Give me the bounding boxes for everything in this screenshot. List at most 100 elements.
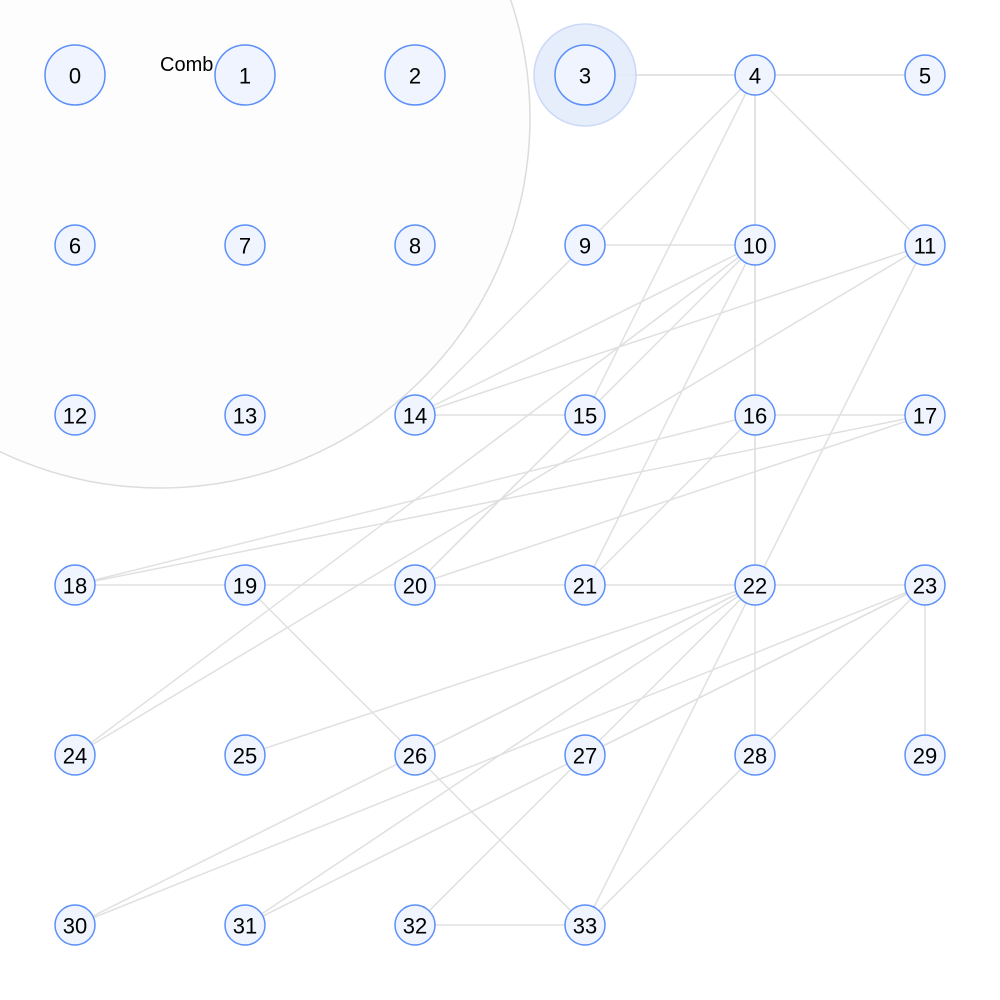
node-25[interactable]: 25 [224,734,266,776]
edge-4-11[interactable] [754,74,926,246]
node-label: 33 [573,914,597,939]
edge-10-14[interactable] [414,244,756,416]
node-circle[interactable] [224,394,266,436]
node-label: 18 [63,574,87,599]
node-13[interactable]: 13 [224,394,266,436]
node-circle[interactable] [394,564,436,606]
node-label: 13 [233,404,257,429]
node-circle[interactable] [734,54,776,96]
node-30[interactable]: 30 [54,904,96,946]
edge-28-33[interactable] [584,754,756,926]
node-label: 20 [403,574,427,599]
edge-23-30[interactable] [74,584,926,926]
node-circle[interactable] [734,564,776,606]
node-circle[interactable] [394,394,436,436]
node-label: 0 [69,64,81,89]
node-circle[interactable] [54,224,96,266]
node-27[interactable]: 27 [564,734,606,776]
node-15[interactable]: 15 [564,394,606,436]
node-20[interactable]: 20 [394,564,436,606]
node-circle[interactable] [44,44,106,106]
node-circle[interactable] [554,44,616,106]
node-circle[interactable] [54,904,96,946]
node-label: 28 [743,744,767,769]
node-11[interactable]: 11 [904,224,946,266]
node-circle[interactable] [904,224,946,266]
node-circle[interactable] [54,394,96,436]
node-label: 22 [743,574,767,599]
node-33[interactable]: 33 [564,904,606,946]
node-21[interactable]: 21 [564,564,606,606]
node-circle[interactable] [564,904,606,946]
node-circle[interactable] [564,734,606,776]
edge-23-28[interactable] [754,584,926,756]
node-label: 27 [573,744,597,769]
node-12[interactable]: 12 [54,394,96,436]
node-circle[interactable] [904,734,946,776]
edge-16-18[interactable] [74,414,756,586]
node-circle[interactable] [734,394,776,436]
node-label: 25 [233,744,257,769]
node-16[interactable]: 16 [734,394,776,436]
node-9[interactable]: 9 [564,224,606,266]
node-label: 15 [573,404,597,429]
node-10[interactable]: 10 [734,224,776,266]
node-circle[interactable] [394,734,436,776]
node-2[interactable]: 2 [384,44,446,106]
node-32[interactable]: 32 [394,904,436,946]
node-circle[interactable] [224,734,266,776]
edge-22-25[interactable] [244,584,756,756]
node-circle[interactable] [904,394,946,436]
edge-10-21[interactable] [584,244,756,586]
node-22[interactable]: 22 [734,564,776,606]
node-31[interactable]: 31 [224,904,266,946]
node-circle[interactable] [564,564,606,606]
node-18[interactable]: 18 [54,564,96,606]
edge-22-33[interactable] [584,584,756,926]
node-7[interactable]: 7 [224,224,266,266]
node-6[interactable]: 6 [54,224,96,266]
node-1[interactable]: 1 [214,44,276,106]
node-label: 26 [403,744,427,769]
node-circle[interactable] [904,564,946,606]
edge-17-20[interactable] [414,414,926,586]
node-circle[interactable] [384,44,446,106]
node-circle[interactable] [54,734,96,776]
node-circle[interactable] [904,54,946,96]
node-circle[interactable] [54,564,96,606]
node-4[interactable]: 4 [734,54,776,96]
node-3[interactable]: 3 [554,44,616,106]
node-label: 5 [919,64,931,89]
node-label: 9 [579,234,591,259]
node-5[interactable]: 5 [904,54,946,96]
node-label: 10 [743,234,767,259]
node-circle[interactable] [734,734,776,776]
edge-27-32[interactable] [414,754,586,926]
edge-22-27[interactable] [584,584,756,756]
node-24[interactable]: 24 [54,734,96,776]
node-17[interactable]: 17 [904,394,946,436]
node-19[interactable]: 19 [224,564,266,606]
node-23[interactable]: 23 [904,564,946,606]
node-circle[interactable] [224,224,266,266]
node-circle[interactable] [224,904,266,946]
edge-11-14[interactable] [414,244,926,416]
node-circle[interactable] [564,394,606,436]
node-circle[interactable] [734,224,776,266]
combo-label: Comb [160,54,213,76]
node-8[interactable]: 8 [394,224,436,266]
edge-15-20[interactable] [414,414,586,586]
node-14[interactable]: 14 [394,394,436,436]
node-circle[interactable] [214,44,276,106]
node-circle[interactable] [564,224,606,266]
node-28[interactable]: 28 [734,734,776,776]
node-label: 21 [573,574,597,599]
node-0[interactable]: 0 [44,44,106,106]
node-circle[interactable] [224,564,266,606]
node-circle[interactable] [394,904,436,946]
edge-19-26[interactable] [244,584,416,756]
node-26[interactable]: 26 [394,734,436,776]
node-circle[interactable] [394,224,436,266]
node-label: 29 [913,744,937,769]
node-29[interactable]: 29 [904,734,946,776]
